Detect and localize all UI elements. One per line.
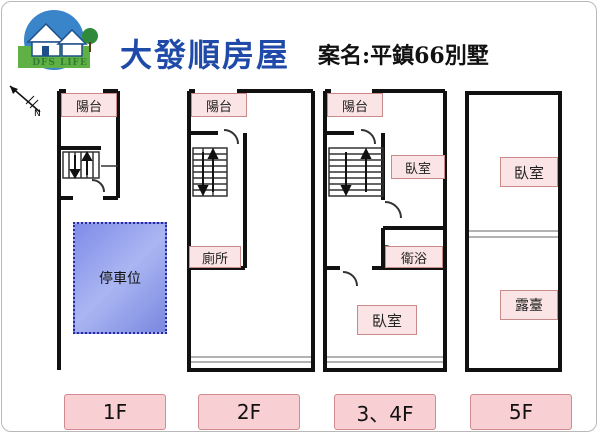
room-5f-bedroom: 臥室 [500,157,558,187]
floor-label-1f: 1F [64,394,166,430]
room-2f-toilet: 廁所 [189,246,241,268]
north-arrow-icon: N [9,85,41,118]
floor-label-3-4f: 3、4F [334,394,436,430]
room-3f-bedroom-upper: 臥室 [391,155,445,179]
door-swing-3f-balcony [360,129,376,145]
case-name: 案名:平鎮66別墅 [318,43,489,69]
walls-1f [57,89,120,370]
company-logo [18,10,98,70]
logo-text: DFS LIFE [32,58,88,68]
room-1f-parking: 停車位 [73,222,167,334]
room-3f-balcony: 陽台 [327,93,383,117]
walls-5f [465,91,562,372]
window-3f [327,356,443,363]
walls-2f [187,89,315,372]
room-3f-bedroom-lower: 臥室 [357,305,417,335]
door-swing-3f-bedroom [384,201,402,219]
walls-3f [323,89,447,372]
floor-label-5f: 5F [470,394,572,430]
door-swing-3f-bedroom2 [342,271,358,287]
room-1f-balcony: 陽台 [61,93,117,117]
window-2f [191,356,311,363]
room-3f-bathroom: 衛浴 [385,246,443,268]
page-title: 大發順房屋 [120,36,291,74]
door-swing-1f [91,179,105,193]
compass-label: N [34,109,41,118]
room-5f-terrace: 露臺 [500,290,558,320]
door-swing-2f [223,129,239,145]
window-5f [469,230,558,238]
room-2f-balcony: 陽台 [191,93,247,117]
floor-label-2f: 2F [198,394,300,430]
stairs-3f [328,147,384,197]
